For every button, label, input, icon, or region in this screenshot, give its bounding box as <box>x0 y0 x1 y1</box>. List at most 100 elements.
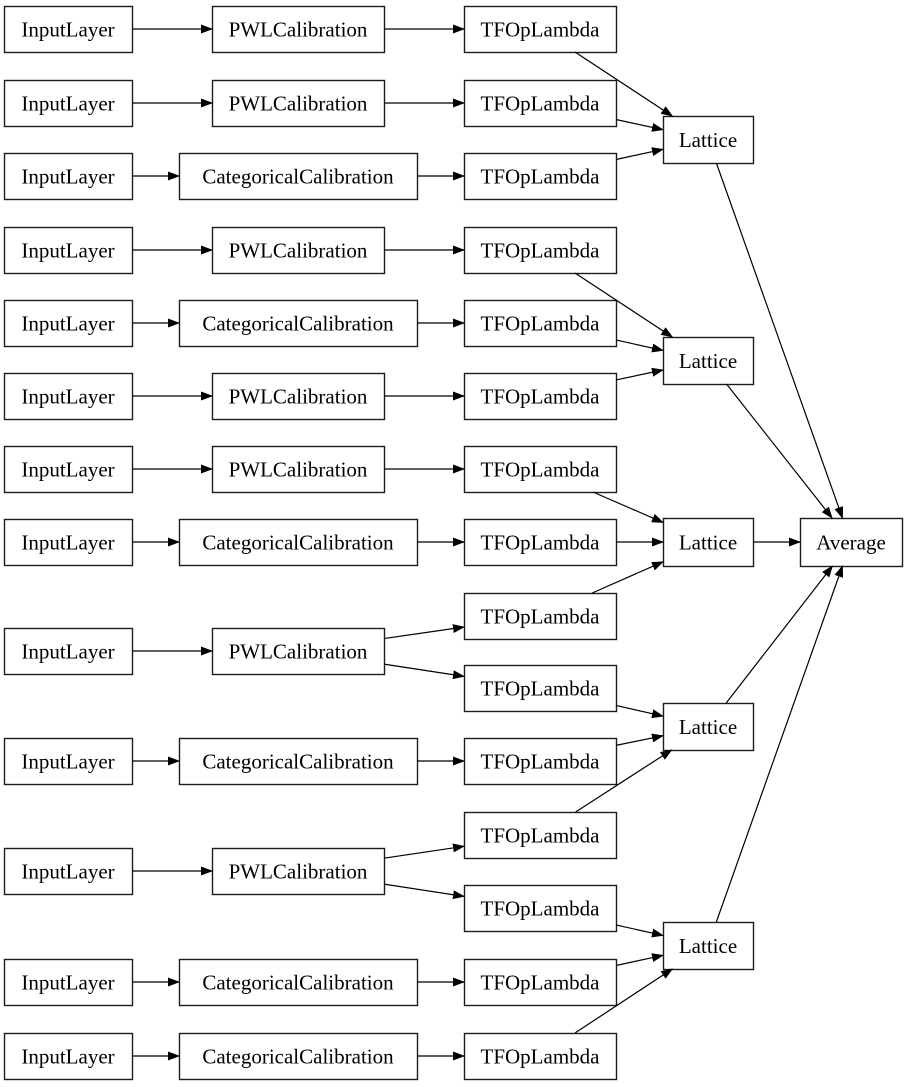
node-tfo5: TFOpLambda <box>463 299 618 348</box>
edge-pwl11-to-tfo11a <box>383 843 465 859</box>
edge-tfo9a-to-lat3 <box>591 561 664 594</box>
node-lat4-box <box>662 702 755 752</box>
edge-lat1-to-avg <box>715 162 844 519</box>
edge-lat2-to-avg <box>726 383 833 519</box>
node-tfo1-box <box>463 5 618 54</box>
node-tfo6-label: TFOpLambda <box>481 384 601 408</box>
node-lat2-label: Lattice <box>679 349 737 373</box>
node-cat8-box <box>178 518 419 567</box>
node-tfo4-label: TFOpLambda <box>481 238 601 262</box>
node-tfo2-box <box>463 79 618 128</box>
node-tfo1: TFOpLambda <box>463 5 618 54</box>
node-in1: InputLayer <box>3 5 134 54</box>
node-tfo13-box <box>463 1032 618 1081</box>
node-in2-box <box>3 79 134 128</box>
node-pwl2: PWLCalibration <box>211 79 386 128</box>
node-tfo9b: TFOpLambda <box>463 664 618 713</box>
node-lat1-box <box>662 115 755 165</box>
node-in10-box <box>3 737 134 786</box>
edge-tfo4-to-lat2 <box>574 272 674 338</box>
node-pwl1: PWLCalibration <box>211 5 386 54</box>
node-tfo4: TFOpLambda <box>463 226 618 275</box>
edge-tfo5-to-lat2 <box>615 339 664 353</box>
node-lat5: Lattice <box>662 921 755 971</box>
edge-tfo9b-to-lat4 <box>615 704 664 719</box>
node-cat12: CategoricalCalibration <box>178 958 419 1007</box>
node-in12-label: InputLayer <box>21 970 114 994</box>
node-tfo3: TFOpLambda <box>463 152 618 201</box>
edge-tfo13-to-lat5 <box>574 968 674 1034</box>
node-tfo2: TFOpLambda <box>463 79 618 128</box>
edge-tfo12-to-lat5 <box>615 953 664 967</box>
node-pwl7-label: PWLCalibration <box>229 457 368 481</box>
node-cat5-label: CategoricalCalibration <box>202 311 394 335</box>
node-pwl4: PWLCalibration <box>211 226 386 275</box>
node-pwl1-box <box>211 5 386 54</box>
node-lat2: Lattice <box>662 336 755 386</box>
node-pwl6: PWLCalibration <box>211 372 386 421</box>
node-in9-box <box>3 627 134 676</box>
node-in1-box <box>3 5 134 54</box>
node-tfo4-box <box>463 226 618 275</box>
node-in13: InputLayer <box>3 1032 134 1081</box>
node-in3-box <box>3 152 134 201</box>
node-pwl7: PWLCalibration <box>211 445 386 494</box>
node-tfo5-label: TFOpLambda <box>481 311 601 335</box>
node-lat1: Lattice <box>662 115 755 165</box>
node-pwl9: PWLCalibration <box>211 627 386 676</box>
edge-tfo11b-to-lat5 <box>615 924 664 938</box>
node-tfo8-box <box>463 518 618 567</box>
node-in3: InputLayer <box>3 152 134 201</box>
node-cat12-label: CategoricalCalibration <box>202 970 394 994</box>
node-pwl7-box <box>211 445 386 494</box>
node-tfo13: TFOpLambda <box>463 1032 618 1081</box>
node-in11-label: InputLayer <box>21 859 114 883</box>
node-cat3-label: CategoricalCalibration <box>202 164 394 188</box>
edge-tfo10-to-lat4 <box>615 733 664 746</box>
node-tfo10: TFOpLambda <box>463 737 618 786</box>
node-pwl4-label: PWLCalibration <box>229 238 368 262</box>
node-tfo6: TFOpLambda <box>463 372 618 421</box>
node-tfo9b-label: TFOpLambda <box>481 676 601 700</box>
node-in6-label: InputLayer <box>21 384 114 408</box>
node-tfo8: TFOpLambda <box>463 518 618 567</box>
node-cat10-label: CategoricalCalibration <box>202 749 394 773</box>
node-avg: Average <box>799 517 904 568</box>
node-in12-box <box>3 958 134 1007</box>
node-in5: InputLayer <box>3 299 134 348</box>
node-lat4-label: Lattice <box>679 715 737 739</box>
node-in9-label: InputLayer <box>21 639 114 663</box>
edge-pwl11-to-tfo11b <box>383 883 465 900</box>
node-tfo9a: TFOpLambda <box>463 592 618 641</box>
node-lat4: Lattice <box>662 702 755 752</box>
node-tfo7: TFOpLambda <box>463 445 618 494</box>
edge-tfo2-to-lat1 <box>615 118 664 132</box>
node-tfo9a-label: TFOpLambda <box>481 604 601 628</box>
node-pwl11-label: PWLCalibration <box>229 859 368 883</box>
node-tfo11a-label: TFOpLambda <box>481 823 601 847</box>
node-in13-label: InputLayer <box>21 1044 114 1068</box>
node-tfo1-label: TFOpLambda <box>481 17 601 41</box>
node-tfo11b-box <box>463 884 618 933</box>
node-in13-box <box>3 1032 134 1081</box>
node-tfo6-box <box>463 372 618 421</box>
node-lat3: Lattice <box>662 517 755 568</box>
node-tfo7-label: TFOpLambda <box>481 457 601 481</box>
node-in1-label: InputLayer <box>21 17 114 41</box>
node-lat5-label: Lattice <box>679 934 737 958</box>
node-tfo12-label: TFOpLambda <box>481 970 601 994</box>
node-pwl9-label: PWLCalibration <box>229 639 368 663</box>
node-in11: InputLayer <box>3 847 134 896</box>
node-lat2-box <box>662 336 755 386</box>
node-tfo10-label: TFOpLambda <box>481 749 601 773</box>
node-tfo12: TFOpLambda <box>463 958 618 1007</box>
node-pwl2-label: PWLCalibration <box>229 91 368 115</box>
node-in8: InputLayer <box>3 518 134 567</box>
edge-pwl9-to-tfo9b <box>383 663 465 680</box>
node-tfo2-label: TFOpLambda <box>481 91 601 115</box>
node-lat5-box <box>662 921 755 971</box>
node-tfo3-label: TFOpLambda <box>481 164 601 188</box>
node-tfo5-box <box>463 299 618 348</box>
